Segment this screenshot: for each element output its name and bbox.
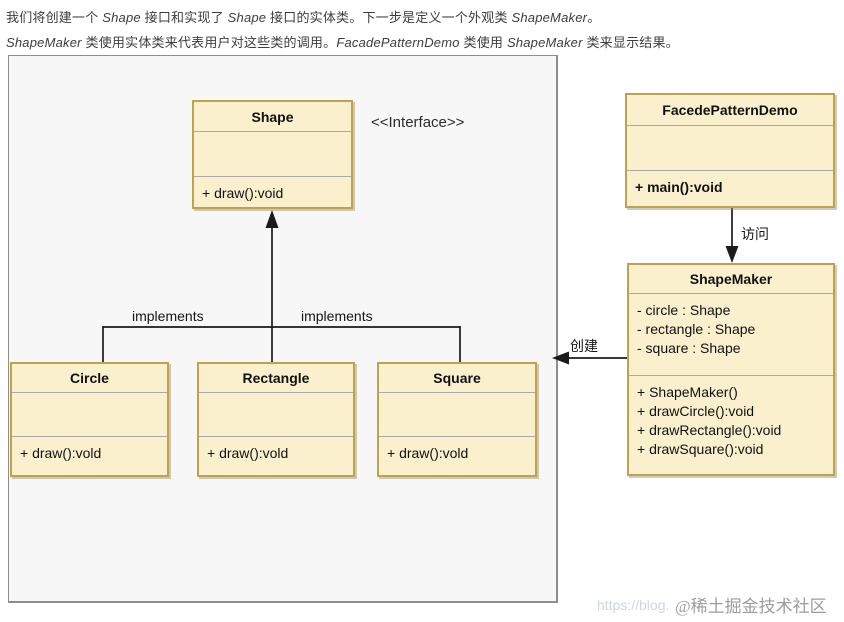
intro-text-segment: ShapeMaker	[6, 35, 82, 50]
class-member: + main():void	[635, 179, 723, 195]
class-methods: + draw():vold	[379, 436, 535, 475]
intro-text-segment: 我们将创建一个	[6, 10, 103, 25]
class-box-circle: Circle + draw():vold	[10, 362, 169, 477]
class-methods: + ShapeMaker() + drawCircle():void + drawR…	[629, 375, 833, 474]
class-methods: + draw():vold	[12, 436, 167, 475]
class-member: + drawRectangle():void	[637, 422, 782, 438]
class-attributes	[12, 392, 167, 436]
class-member: - square : Shape	[637, 340, 741, 356]
class-member: + draw():vold	[20, 445, 102, 461]
access-arrowhead	[725, 246, 739, 263]
class-box-shape: Shape + draw():void	[192, 100, 353, 209]
intro-text-segment: 。	[587, 10, 601, 25]
class-title: ShapeMaker	[689, 271, 773, 287]
intro-text-segment: ShapeMaker	[506, 35, 583, 50]
class-title: Square	[433, 370, 481, 386]
intro-text-segment: 接口的实体类。下一步是定义一个外观类	[266, 10, 512, 25]
class-member: + drawSquare():void	[637, 441, 764, 457]
class-attributes	[379, 392, 535, 436]
class-member: + drawCircle():void	[637, 403, 755, 419]
class-member: - circle : Shape	[637, 302, 731, 318]
class-box-shapemaker: ShapeMaker - circle : Shape - rectangle :…	[627, 263, 835, 476]
class-member: + draw():vold	[387, 445, 469, 461]
class-member: + draw():void	[202, 185, 284, 201]
class-box-square: Square + draw():vold	[377, 362, 537, 477]
interface-stereotype-label: <<Interface>>	[371, 114, 465, 131]
intro-text-segment: 类来显示结果。	[582, 35, 679, 50]
class-box-rectangle: Rectangle + draw():vold	[197, 362, 355, 477]
intro-text-segment: 接口和实现了	[140, 10, 228, 25]
class-methods: + draw():vold	[199, 436, 353, 475]
class-member: + ShapeMaker()	[637, 384, 738, 400]
class-attributes: - circle : Shape - rectangle : Shape - squ…	[629, 293, 833, 375]
class-box-facedepatterndemo: FacedePatternDemo + main():void	[625, 93, 835, 208]
intro-text-segment: Shape	[227, 10, 267, 25]
intro-line-2: ShapeMaker 类使用实体类来代表用户对这些类的调用。FacadePatt…	[6, 32, 679, 51]
class-title: Shape	[251, 108, 294, 125]
watermark-url-text: https://blog.	[597, 597, 670, 613]
class-methods: + main():void	[627, 170, 833, 206]
intro-text-segment: 类使用实体类来代表用户对这些类的调用。	[81, 35, 337, 50]
class-methods: + draw():void	[194, 176, 351, 207]
intro-line-1: 我们将创建一个 Shape 接口和实现了 Shape 接口的实体类。下一步是定义…	[6, 7, 600, 26]
class-title: Circle	[70, 370, 109, 386]
class-title: Rectangle	[242, 370, 310, 386]
class-attributes	[199, 392, 353, 436]
access-label: 访问	[741, 226, 769, 242]
intro-text-segment: FacadePatternDemo	[336, 35, 460, 50]
class-member: - rectangle : Shape	[637, 321, 756, 337]
intro-text-segment: 类使用	[459, 35, 507, 50]
create-label: 创建	[570, 338, 598, 354]
class-title: FacedePatternDemo	[662, 102, 798, 118]
implements-label-right: implements	[301, 308, 373, 324]
class-member: + draw():vold	[207, 445, 289, 461]
watermark-community-text: @稀土掘金技术社区	[675, 597, 827, 616]
implements-label-left: implements	[132, 308, 204, 324]
intro-text-segment: Shape	[102, 10, 141, 25]
class-attributes	[627, 125, 833, 170]
intro-text-segment: ShapeMaker	[511, 10, 588, 25]
class-attributes	[194, 131, 351, 176]
